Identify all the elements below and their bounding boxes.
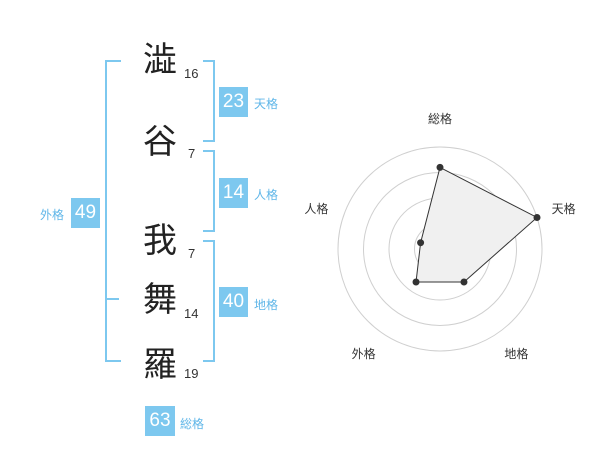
name-char-5: 羅 bbox=[143, 345, 177, 385]
radar-point bbox=[417, 239, 425, 247]
radar-point bbox=[460, 278, 468, 286]
radar-ring bbox=[337, 146, 543, 352]
jinkaku-badge: 14 bbox=[219, 178, 248, 208]
radar-axis-label: 人格 bbox=[304, 201, 328, 216]
radar-area bbox=[415, 166, 538, 283]
stroke-count-3: 7 bbox=[188, 246, 196, 261]
stroke-count-5: 19 bbox=[184, 366, 199, 381]
chikaku-badge: 40 bbox=[219, 287, 248, 317]
name-char-1: 澁 bbox=[143, 40, 177, 80]
gaikaku-bracket bbox=[105, 60, 121, 362]
gaikaku-bracket-inner-tick bbox=[105, 298, 119, 300]
gaikaku-badge: 49 bbox=[71, 198, 100, 228]
stroke-count-1: 16 bbox=[184, 66, 199, 81]
tenkaku-bracket bbox=[203, 60, 215, 142]
stroke-count-4: 14 bbox=[184, 306, 199, 321]
name-char-3: 我 bbox=[143, 221, 177, 261]
soukaku-label: 総格 bbox=[180, 417, 205, 431]
tenkaku-badge: 23 bbox=[219, 87, 248, 117]
chikaku-bracket bbox=[203, 240, 215, 362]
radar-axis-label: 総格 bbox=[428, 111, 452, 126]
radar-axis-label: 天格 bbox=[552, 201, 576, 216]
radar-axis-label: 地格 bbox=[504, 346, 528, 361]
radar-point bbox=[436, 163, 444, 171]
radar-axis-label: 外格 bbox=[352, 346, 376, 361]
stroke-count-2: 7 bbox=[188, 146, 196, 161]
jinkaku-label: 人格 bbox=[254, 188, 279, 202]
soukaku-badge: 63 bbox=[145, 406, 175, 436]
radar-point bbox=[533, 213, 541, 221]
name-char-2: 谷 bbox=[143, 122, 177, 162]
jinkaku-bracket bbox=[203, 150, 215, 232]
chikaku-label: 地格 bbox=[254, 298, 279, 312]
tenkaku-label: 天格 bbox=[254, 97, 279, 111]
radar-point bbox=[412, 278, 420, 286]
gaikaku-label: 外格 bbox=[40, 208, 65, 222]
name-char-4: 舞 bbox=[143, 280, 177, 320]
